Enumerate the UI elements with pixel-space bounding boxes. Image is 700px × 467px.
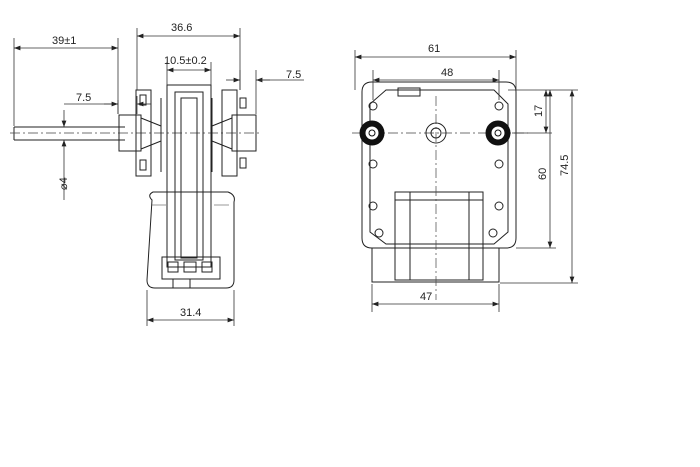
dim-total-height: 74.5 [500,89,578,284]
dim-hole-spacing: 48 [372,67,500,100]
dim-frame-width: 61 [354,43,517,90]
right-bearing-bracket [211,89,257,177]
stator-stack [166,84,212,268]
dim-shaft-diameter: ⌀4 [58,110,70,200]
side-view: 39±1 36.6 10.5±0.2 7.5 [10,22,304,326]
mounting-holes [368,101,504,238]
dim-label-hole-spacing: 48 [441,67,453,79]
front-coil [371,191,500,283]
dim-label-overall-width: 36.6 [171,22,192,34]
motor-shaft [13,126,125,141]
top-tab [397,87,421,97]
dim-label-bearing-spacing: 10.5±0.2 [164,55,207,67]
coil-body [146,191,235,289]
dim-coil-width-side: 31.4 [146,290,235,326]
dim-label-total-height: 74.5 [559,155,571,176]
dim-label-shaft-diameter: ⌀4 [58,177,70,190]
front-frame [361,81,517,249]
shaft-boss [425,122,447,144]
dim-shaft-length: 39±1 [13,35,119,126]
dim-lower-height: 60 [516,90,556,249]
dim-bracket-left: 7.5 [64,92,151,114]
dim-label-lower-height: 60 [537,168,549,180]
dim-label-shaft-length: 39±1 [52,35,76,47]
front-view: 61 48 17 60 74.5 [352,43,578,312]
dim-top-offset: 17 [508,89,552,134]
dim-label-coil-width-side: 31.4 [180,307,201,319]
dim-bearing-spacing: 10.5±0.2 [164,55,212,85]
left-grommet [359,120,385,146]
dim-label-frame-width: 61 [428,43,440,55]
left-bearing-bracket [118,89,162,177]
terminal-connector [161,256,221,288]
dim-label-top-offset: 17 [533,105,545,117]
right-grommet [485,120,511,146]
dim-label-bracket-right: 7.5 [286,69,301,81]
dim-bracket-right: 7.5 [226,69,304,114]
dim-label-coil-width-front: 47 [420,291,432,303]
front-frame-inner [369,89,509,245]
dim-coil-width-front: 47 [371,284,500,312]
dim-label-bracket-left: 7.5 [76,92,91,104]
